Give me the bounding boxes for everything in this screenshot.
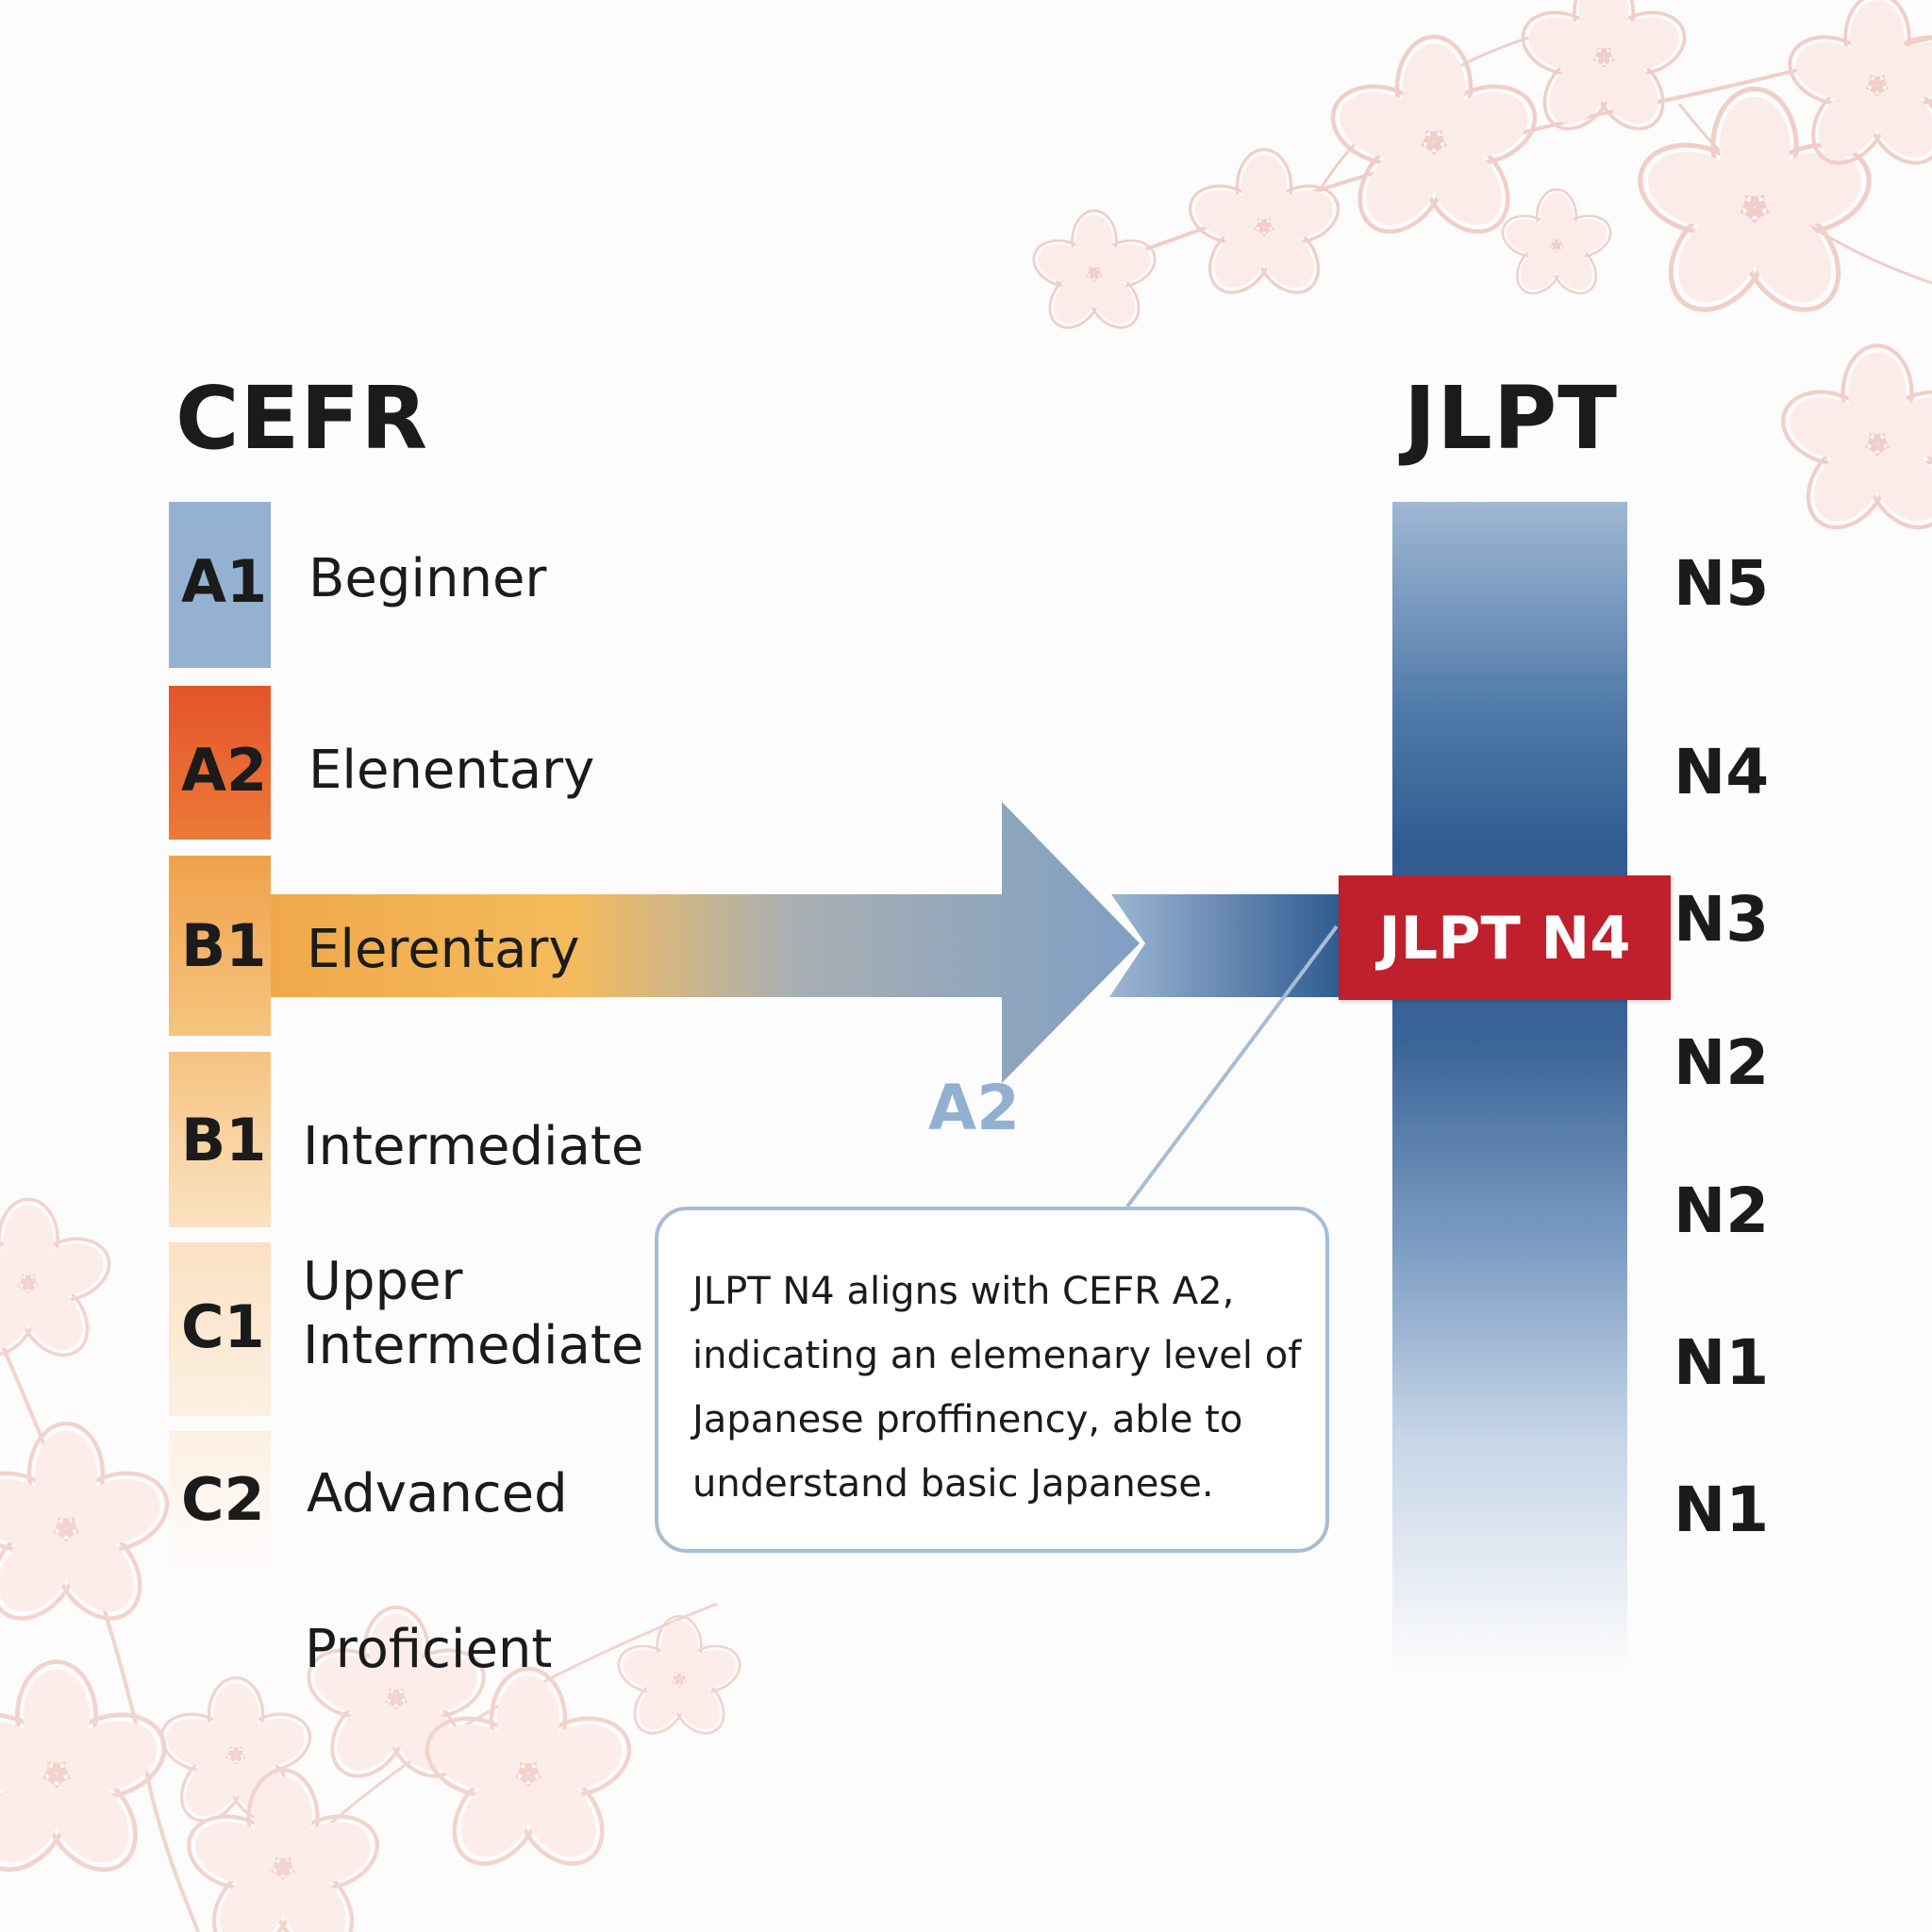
jlpt-level-n2-first: N2 — [1674, 1026, 1770, 1099]
callout-line-4: understand basic Japanese. — [692, 1462, 1214, 1506]
cefr-block-a1 — [169, 502, 271, 668]
blossom-branch-top-right — [1026, 0, 1932, 542]
callout-leader-line — [1125, 924, 1339, 1208]
cefr-title: CEFR — [175, 368, 429, 469]
cefr-label-intermediate: Intermediate — [303, 1116, 644, 1177]
jlpt-n4-badge: JLPT N4 — [1339, 875, 1671, 1000]
blossom-branch-bottom-left — [0, 1197, 747, 1932]
cefr-block-a2 — [169, 686, 271, 840]
cefr-code-b1: B1 — [181, 911, 267, 980]
jlpt-level-n1-second: N1 — [1674, 1474, 1770, 1546]
cefr-label-elementary-a2: Elenentary — [308, 740, 595, 801]
jlpt-level-n2-second: N2 — [1674, 1174, 1770, 1247]
jlpt-level-n4: N4 — [1674, 736, 1770, 808]
jlpt-title: JLPT — [1404, 368, 1619, 469]
cefr-label-beginner: Beginner — [308, 548, 547, 609]
callout-line-1: JLPT N4 aligns with CEFR A2, — [692, 1270, 1235, 1313]
explanation-callout: JLPT N4 aligns with CEFR A2, indicating … — [655, 1207, 1329, 1553]
arrow-label-a2: A2 — [928, 1072, 1021, 1144]
jlpt-level-band — [1392, 502, 1627, 1672]
cefr-code-c1: C1 — [181, 1292, 265, 1361]
callout-line-2: indicating an elemenary level of — [692, 1334, 1302, 1377]
cefr-label-advanced: Advanced — [307, 1463, 568, 1524]
cefr-code-a2: A2 — [181, 736, 268, 805]
jlpt-level-n3: N3 — [1674, 883, 1770, 956]
cefr-code-a1: A1 — [181, 547, 268, 616]
mapping-arrow — [269, 802, 1343, 1083]
cefr-block-c2 — [169, 1431, 271, 1573]
cefr-block-c1 — [169, 1242, 271, 1416]
jlpt-level-n1-first: N1 — [1674, 1326, 1770, 1399]
cefr-block-b1 — [169, 856, 271, 1036]
cefr-label-upper-line2: Intermediate — [303, 1315, 644, 1376]
cefr-block-b1-intermediate — [169, 1052, 271, 1227]
cefr-label-elementary-b1: Elerentary — [307, 919, 580, 980]
cefr-label-upper-intermediate: Upper Intermediate — [303, 1250, 643, 1378]
callout-text: JLPT N4 aligns with CEFR A2, indicating … — [692, 1259, 1302, 1516]
jlpt-level-n5: N5 — [1674, 547, 1770, 620]
callout-line-3: Japanese proffinency, able to — [692, 1398, 1243, 1441]
jlpt-n4-badge-label: JLPT N4 — [1378, 903, 1631, 973]
cefr-code-c2: C2 — [181, 1465, 265, 1534]
cefr-code-b1-intermediate: B1 — [181, 1106, 267, 1174]
cefr-label-proficient: Proficient — [305, 1619, 553, 1680]
cefr-label-upper-line1: Upper — [303, 1251, 463, 1312]
